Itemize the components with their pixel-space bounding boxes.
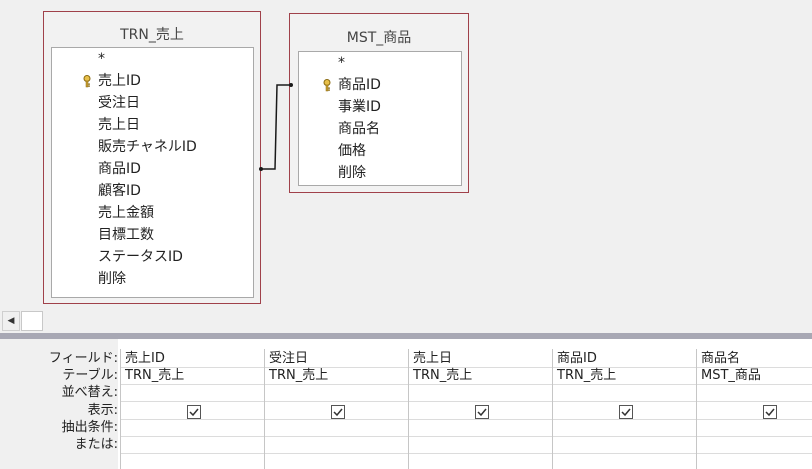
show-checkbox[interactable] (187, 405, 201, 419)
field-item-all[interactable]: * (338, 55, 345, 71)
checkmark-icon (333, 408, 343, 417)
field-item[interactable]: 価格 (338, 143, 366, 159)
field-cell[interactable]: 売上日 (413, 351, 453, 366)
field-cell[interactable]: 売上ID (125, 351, 165, 366)
field-cell[interactable]: 商品ID (557, 351, 597, 366)
field-item[interactable]: 削除 (98, 271, 126, 287)
table-mst-shohin[interactable]: MST_商品 * 商品ID 事業ID 商品名 価格 削除 (289, 13, 469, 193)
grid-line (120, 436, 812, 437)
relationship-pane[interactable]: TRN_売上 * 売上ID 受注日 売上日 販売チャネルID 商品ID 顧客ID… (0, 0, 812, 309)
field-cell[interactable]: 商品名 (701, 351, 741, 366)
field-item[interactable]: 売上日 (98, 117, 140, 133)
show-checkbox[interactable] (475, 405, 489, 419)
field-item[interactable]: 顧客ID (98, 183, 141, 199)
checkmark-icon (765, 408, 775, 417)
field-item[interactable]: 削除 (338, 165, 366, 181)
field-item[interactable]: 販売チャネルID (98, 139, 197, 155)
grid-line (120, 453, 812, 454)
field-item[interactable]: ステータスID (98, 249, 183, 265)
field-cell[interactable]: 受注日 (269, 351, 309, 366)
row-header-sort: 並べ替え: (61, 385, 118, 400)
field-item[interactable]: 商品ID (98, 161, 141, 177)
grid-line (120, 401, 812, 402)
row-header-criteria: 抽出条件: (61, 420, 118, 435)
key-icon (323, 79, 331, 92)
grid-line (120, 367, 812, 368)
table-title[interactable]: MST_商品 (346, 30, 412, 46)
field-item[interactable]: 目標工数 (98, 227, 154, 243)
table-cell[interactable]: TRN_売上 (125, 368, 185, 383)
field-item[interactable]: 受注日 (98, 95, 140, 111)
grid-column[interactable]: 商品名 MST_商品 (696, 349, 812, 469)
field-item-sales-id[interactable]: 売上ID (52, 70, 253, 92)
checkmark-icon (477, 408, 487, 417)
grid-line (120, 384, 812, 385)
pane-splitter[interactable] (0, 333, 812, 339)
table-cell[interactable]: TRN_売上 (269, 368, 329, 383)
show-checkbox[interactable] (331, 405, 345, 419)
row-header-field: フィールド: (48, 351, 118, 366)
checkmark-icon (189, 408, 199, 417)
field-list[interactable]: * 商品ID 事業ID 商品名 価格 削除 (298, 51, 462, 186)
row-header-table: テーブル: (62, 368, 118, 383)
field-item[interactable]: 事業ID (338, 99, 381, 115)
scroll-thumb[interactable] (21, 311, 43, 331)
grid-column[interactable]: 売上日 TRN_売上 (408, 349, 552, 469)
table-cell[interactable]: TRN_売上 (557, 368, 617, 383)
design-grid[interactable]: フィールド: テーブル: 並べ替え: 表示: 抽出条件: または: 売上ID T… (0, 339, 812, 469)
relationship-line[interactable] (258, 80, 294, 175)
horizontal-scrollbar[interactable]: ◀ (0, 309, 812, 333)
grid-column[interactable]: 商品ID TRN_売上 (552, 349, 696, 469)
key-icon (83, 75, 91, 88)
table-trn-uriage[interactable]: TRN_売上 * 売上ID 受注日 売上日 販売チャネルID 商品ID 顧客ID… (43, 11, 261, 304)
field-item-all[interactable]: * (98, 51, 105, 67)
field-item[interactable]: 売上金額 (98, 205, 154, 221)
field-item-product-id[interactable]: 商品ID (299, 74, 461, 96)
row-header-show: 表示: (87, 403, 118, 418)
grid-column[interactable]: 受注日 TRN_売上 (264, 349, 408, 469)
row-headers: フィールド: テーブル: 並べ替え: 表示: 抽出条件: または: (0, 339, 118, 469)
row-header-or: または: (74, 437, 118, 452)
field-item[interactable]: 商品名 (338, 121, 380, 137)
show-checkbox[interactable] (763, 405, 777, 419)
show-checkbox[interactable] (619, 405, 633, 419)
scroll-left-arrow-icon: ◀ (7, 316, 15, 326)
grid-line (120, 419, 812, 420)
table-cell[interactable]: MST_商品 (701, 368, 761, 383)
field-list[interactable]: * 売上ID 受注日 売上日 販売チャネルID 商品ID 顧客ID 売上金額 目… (51, 47, 254, 298)
grid-column[interactable]: 売上ID TRN_売上 (120, 349, 264, 469)
checkmark-icon (621, 408, 631, 417)
table-title[interactable]: TRN_売上 (120, 27, 184, 43)
table-cell[interactable]: TRN_売上 (413, 368, 473, 383)
scroll-left-button[interactable]: ◀ (2, 311, 20, 331)
